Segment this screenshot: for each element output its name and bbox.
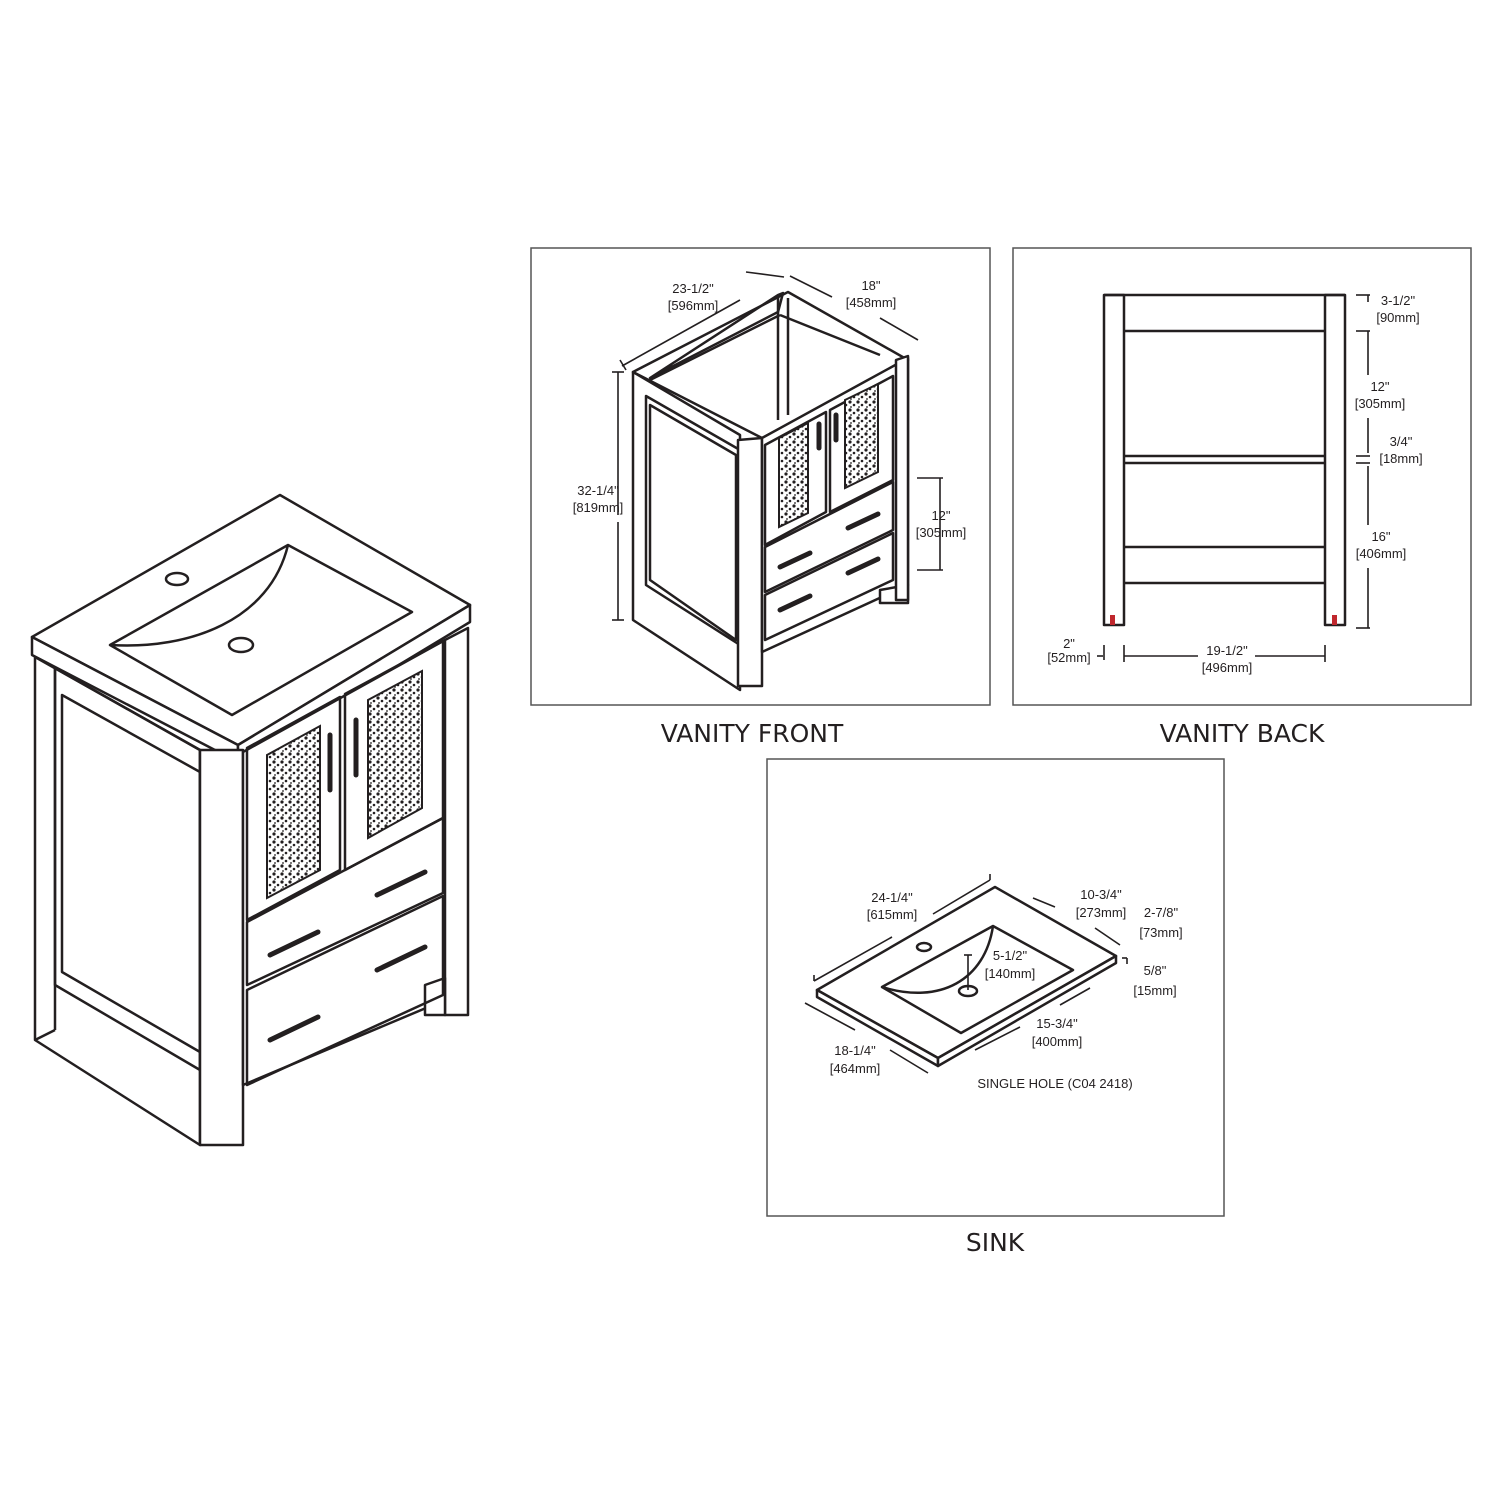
back-upper-in: 12" <box>1370 379 1389 394</box>
basin <box>108 543 414 717</box>
sink-bowl-depth-mm: [140mm] <box>985 966 1036 981</box>
caption-vanity-front: VANITY FRONT <box>661 719 844 748</box>
right-leg <box>1323 293 1347 627</box>
back-toprail-mm: [90mm] <box>1376 310 1419 325</box>
front-depth-in: 18" <box>861 278 880 293</box>
leveler-foot-left <box>1110 615 1115 625</box>
sink-back-margin-mm: [73mm] <box>1139 925 1182 940</box>
back-shelf-in: 3/4" <box>1390 434 1413 449</box>
sink-bowl-depth-in: 5-1/2" <box>993 948 1028 963</box>
sink-basin-width-in: 15-3/4" <box>1036 1016 1078 1031</box>
sink-basin-width-mm: [400mm] <box>1032 1034 1083 1049</box>
sink-basin <box>880 924 1075 1035</box>
sink-depth-mm: [464mm] <box>830 1061 881 1076</box>
sink-basin-back-mm: [273mm] <box>1076 905 1127 920</box>
front-frame <box>530 247 991 706</box>
faucet-hole <box>164 571 190 587</box>
back-leg-in: 2" <box>1063 636 1075 651</box>
front-width-mm: [596mm] <box>668 298 719 313</box>
assembled-vanity-illustration <box>30 493 472 1147</box>
caption-vanity-back: VANITY BACK <box>1160 719 1325 748</box>
sink-width-in: 24-1/4" <box>871 890 913 905</box>
sink-frame <box>766 758 1225 1217</box>
sink-back-margin-in: 2-7/8" <box>1144 905 1179 920</box>
sink-thickness-in: 5/8" <box>1144 963 1167 978</box>
back-leg-mm: [52mm] <box>1047 650 1090 665</box>
back-width-mm: [496mm] <box>1202 660 1253 675</box>
drain-hole <box>227 636 255 654</box>
front-depth-mm: [458mm] <box>846 295 897 310</box>
vanity-back-panel: 3-1/2" [90mm] 12" [305mm] 3/4" [18mm] 16… <box>1012 247 1472 748</box>
leveler-foot-right <box>1332 615 1337 625</box>
front-height-in: 32-1/4" <box>577 483 619 498</box>
front-drawer-in: 12" <box>931 508 950 523</box>
vanity-front-panel: 23-1/2" [596mm] 18" [458mm] 32-1/4" [819… <box>530 247 991 748</box>
sink-depth-in: 18-1/4" <box>834 1043 876 1058</box>
sink-model-note: SINGLE HOLE (C04 2418) <box>977 1076 1132 1091</box>
front-width-in: 23-1/2" <box>672 281 714 296</box>
left-leg <box>1102 293 1126 627</box>
sink-panel: 24-1/4" [615mm] 10-3/4" [273mm] 2-7/8" [… <box>766 758 1225 1257</box>
caption-sink: SINK <box>966 1228 1025 1257</box>
sink-faucet-hole <box>915 941 933 953</box>
back-shelf-mm: [18mm] <box>1379 451 1422 466</box>
sink-thickness-mm: [15mm] <box>1133 983 1176 998</box>
back-lower-in: 16" <box>1371 529 1390 544</box>
back-lower-mm: [406mm] <box>1356 546 1407 561</box>
back-frame <box>1012 247 1472 706</box>
front-height-mm: [819mm] <box>573 500 624 515</box>
back-width-in: 19-1/2" <box>1206 643 1248 658</box>
back-toprail-in: 3-1/2" <box>1381 293 1416 308</box>
sink-basin-back-in: 10-3/4" <box>1080 887 1122 902</box>
back-upper-mm: [305mm] <box>1355 396 1406 411</box>
sink-width-mm: [615mm] <box>867 907 918 922</box>
front-drawer-mm: [305mm] <box>916 525 967 540</box>
